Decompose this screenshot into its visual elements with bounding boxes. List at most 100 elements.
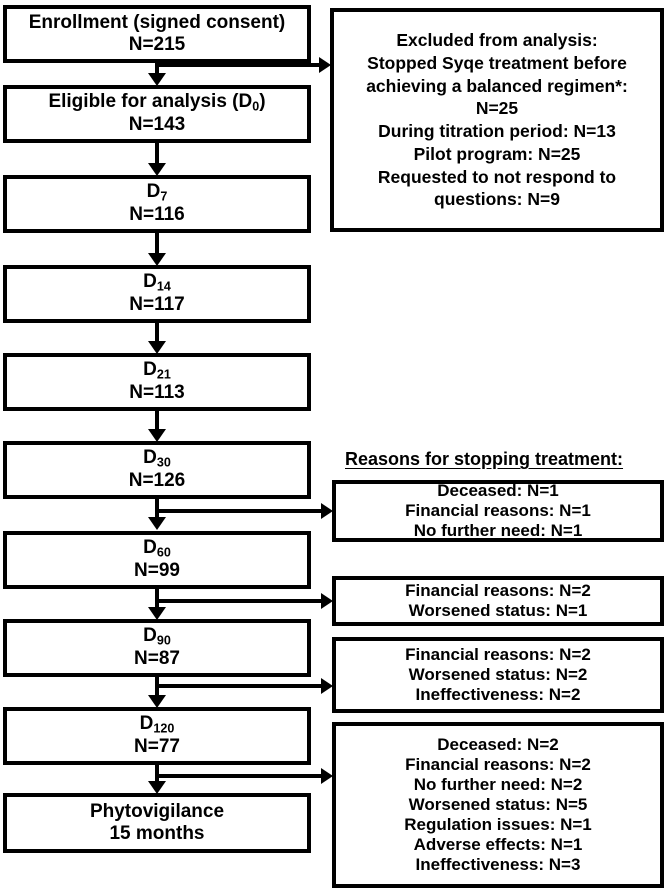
flow-box-d120: D120 N=77 (3, 707, 311, 765)
reason-line: Financial reasons: N=2 (405, 644, 591, 664)
connector-d90-d120 (155, 677, 159, 699)
flow-box-label: D30 (143, 447, 171, 470)
flow-box-count: 15 months (109, 823, 205, 844)
excluded-line: N=25 (475, 98, 519, 119)
flow-box-label-main: D (146, 181, 161, 203)
flow-box-label-main: Eligible for analysis (D (48, 91, 253, 113)
flow-box-count: N=143 (128, 114, 186, 136)
arrowhead-d21-d30 (148, 429, 166, 442)
excluded-from-analysis-box: Excluded from analysis: Stopped Syqe tre… (330, 8, 664, 232)
flow-box-count: N=126 (128, 470, 186, 492)
flow-box-label-main: D (143, 447, 157, 469)
flow-box-d7: D7 N=116 (3, 175, 311, 233)
flow-box-label: D14 (143, 271, 171, 294)
reason-line: No further need: N=1 (413, 521, 583, 541)
flow-box-label-sub: 90 (156, 633, 171, 648)
flow-box-label-sub: 14 (156, 279, 171, 294)
arrowhead-enrollment-excluded (319, 57, 331, 73)
connector-d30-reasons (157, 509, 327, 513)
flow-box-label-sub: 30 (156, 455, 171, 470)
flow-box-d21: D21 N=113 (3, 353, 311, 411)
reasons-for-stopping-treatment-title: Reasons for stopping treatment: (345, 449, 624, 469)
flow-box-d90: D90 N=87 (3, 619, 311, 677)
arrowhead-d120-reasons (321, 768, 333, 784)
flow-box-label: Enrollment (signed consent) (28, 11, 286, 33)
excluded-line: achieving a balanced regimen*: (366, 75, 628, 96)
excluded-line: Pilot program: N=25 (413, 143, 581, 164)
flow-box-label-main: D (143, 625, 157, 647)
excluded-line: Stopped Syqe treatment before (367, 52, 627, 73)
flow-box-count: N=117 (129, 294, 185, 316)
arrowhead-eligible-d7 (148, 163, 166, 176)
flow-box-d30: D30 N=126 (3, 441, 311, 499)
reason-line: Financial reasons: N=2 (405, 754, 591, 774)
reason-line: Adverse effects: N=1 (413, 835, 583, 855)
flow-box-count: N=215 (128, 34, 186, 55)
arrowhead-d30-reasons (321, 503, 333, 519)
flow-box-label: D120 (140, 713, 175, 736)
reasons-box-d60: Financial reasons: N=2 Worsened status: … (332, 576, 664, 626)
connector-d21-d30 (155, 411, 159, 433)
reason-line: Ineffectiveness: N=3 (415, 855, 581, 875)
flow-box-count: N=77 (134, 736, 180, 758)
connector-d7-d14 (155, 233, 159, 257)
flow-box-label: D60 (143, 537, 171, 560)
arrowhead-d30-d60 (148, 517, 166, 530)
arrowhead-d120-phytovigilance (148, 781, 166, 794)
flow-box-count: N=116 (129, 204, 185, 226)
flow-box-label: Eligible for analysis (D0) (48, 91, 265, 114)
reason-line: Ineffectiveness: N=2 (415, 685, 581, 705)
reason-line: Worsened status: N=1 (408, 601, 588, 620)
flow-box-label-sub: 0 (252, 99, 260, 114)
flow-box-label-main: D (143, 537, 157, 559)
arrowhead-d90-reasons (321, 678, 333, 694)
flow-box-label-main: D (143, 271, 157, 293)
connector-enrollment-excluded (157, 63, 325, 67)
arrowhead-d60-d90 (148, 607, 166, 620)
flow-box-label: D90 (143, 625, 171, 648)
flow-box-label-sub: 21 (156, 367, 171, 382)
flow-box-d60: D60 N=99 (3, 531, 311, 589)
flow-box-count: N=113 (129, 382, 185, 404)
arrowhead-d60-reasons (321, 593, 333, 609)
arrowhead-enrollment-eligible (148, 73, 166, 86)
flow-box-label: D7 (147, 181, 168, 204)
excluded-line: During titration period: N=13 (378, 121, 616, 141)
flow-box-label-sub: 120 (153, 721, 175, 736)
excluded-line: Requested to not respond to (377, 166, 617, 187)
flow-box-count: N=99 (134, 560, 180, 582)
flow-box-eligible: Eligible for analysis (D0) N=143 (3, 85, 311, 143)
reason-line: Financial reasons: N=1 (405, 500, 591, 520)
reasons-box-d30: Deceased: N=1 Financial reasons: N=1 No … (332, 480, 664, 542)
flow-box-label: Phytovigilance (89, 800, 225, 822)
connector-d60-reasons (157, 599, 327, 603)
flow-box-label-sub: 60 (156, 545, 171, 560)
connector-d120-reasons (157, 774, 327, 778)
flow-box-phytovigilance: Phytovigilance 15 months (3, 793, 311, 853)
reasons-box-d90: Financial reasons: N=2 Worsened status: … (332, 637, 664, 713)
flow-box-label-main: D (143, 359, 157, 381)
flow-box-label-main: D (139, 713, 154, 735)
excluded-line: questions: N=9 (434, 189, 560, 210)
connector-d14-d21 (155, 323, 159, 345)
reason-line: No further need: N=2 (413, 774, 583, 794)
reason-line: Deceased: N=2 (437, 734, 559, 754)
connector-d90-reasons (157, 684, 329, 688)
connector-enrollment-eligible (155, 63, 159, 78)
connector-eligible-d7 (155, 143, 159, 167)
excluded-line: Excluded from analysis: (396, 30, 598, 50)
reason-line: Deceased: N=1 (437, 480, 559, 500)
flow-box-count: N=87 (134, 648, 180, 670)
reasons-box-d120: Deceased: N=2 Financial reasons: N=2 No … (332, 722, 664, 888)
flow-box-label: D21 (143, 359, 171, 382)
flow-box-label-tail: ) (259, 91, 266, 113)
flow-box-enrollment: Enrollment (signed consent) N=215 (3, 5, 311, 63)
flow-box-label-sub: 7 (160, 189, 168, 204)
arrowhead-d14-d21 (148, 341, 166, 354)
arrowhead-d7-d14 (148, 253, 166, 266)
arrowhead-d90-d120 (148, 695, 166, 708)
reason-line: Worsened status: N=5 (408, 794, 588, 814)
reason-line: Financial reasons: N=2 (405, 580, 591, 600)
flow-box-d14: D14 N=117 (3, 265, 311, 323)
